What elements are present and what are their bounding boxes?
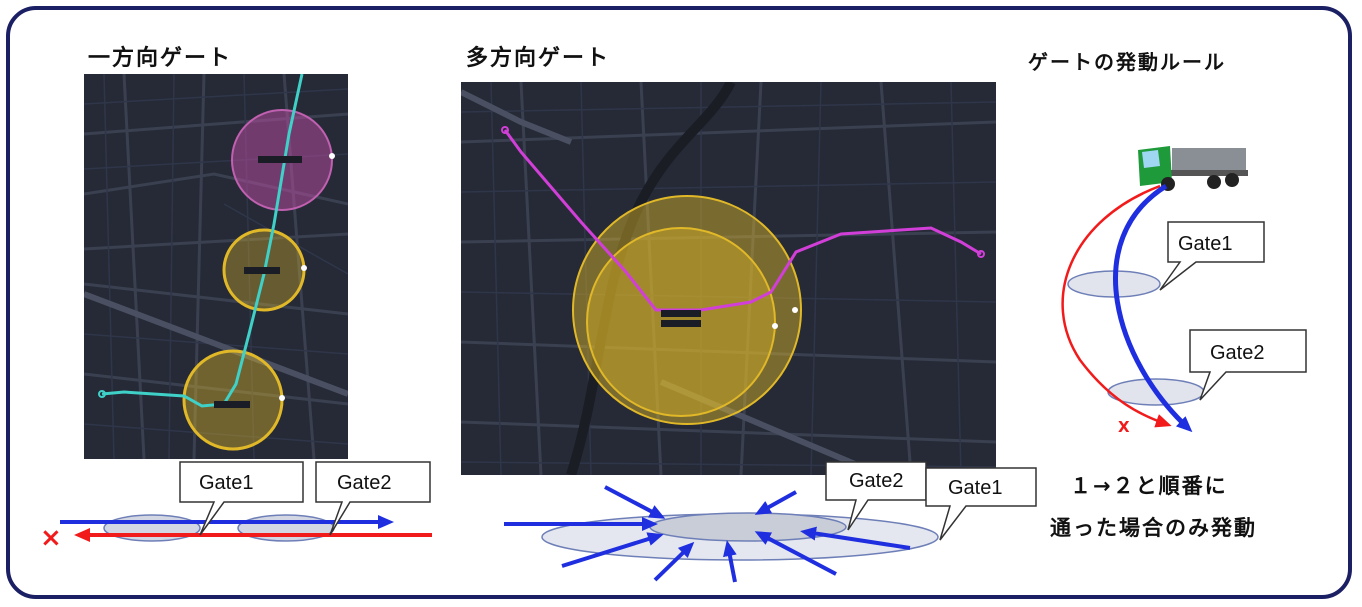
one-way-map-graphic	[84, 74, 348, 459]
valid-route-arrow	[1113, 183, 1193, 433]
invalid-route-arrow	[1061, 184, 1172, 428]
reject-x-mark: X	[1118, 418, 1130, 436]
one-way-gate-title: 一方向ゲート	[88, 46, 233, 71]
one-way-gate2-label: Gate2	[337, 472, 391, 494]
reject-cross-mark: ×	[40, 523, 62, 553]
multi-way-gate2-label: Gate2	[849, 470, 903, 492]
one-way-gate-diagram	[60, 461, 432, 542]
truck-icon	[1138, 146, 1248, 191]
rule-gate1-label: Gate1	[1178, 233, 1232, 255]
multi-way-map	[461, 82, 996, 475]
rule-text-line2: 通った場合のみ発動	[1050, 516, 1257, 540]
gate-rule-diagram	[1061, 146, 1307, 433]
rule-gate2-label: Gate2	[1210, 342, 1264, 364]
multi-way-gate-title: 多方向ゲート	[466, 46, 611, 71]
multi-way-map-graphic	[461, 82, 996, 475]
one-way-map	[84, 74, 348, 459]
multi-way-gate-diagram	[504, 461, 1037, 583]
multi-way-gate1-label: Gate1	[948, 477, 1002, 499]
rule-text-line1: １→２と順番に	[1070, 474, 1228, 498]
one-way-gate1-label: Gate1	[199, 472, 253, 494]
gate-rule-title: ゲートの発動ルール	[1028, 50, 1226, 74]
